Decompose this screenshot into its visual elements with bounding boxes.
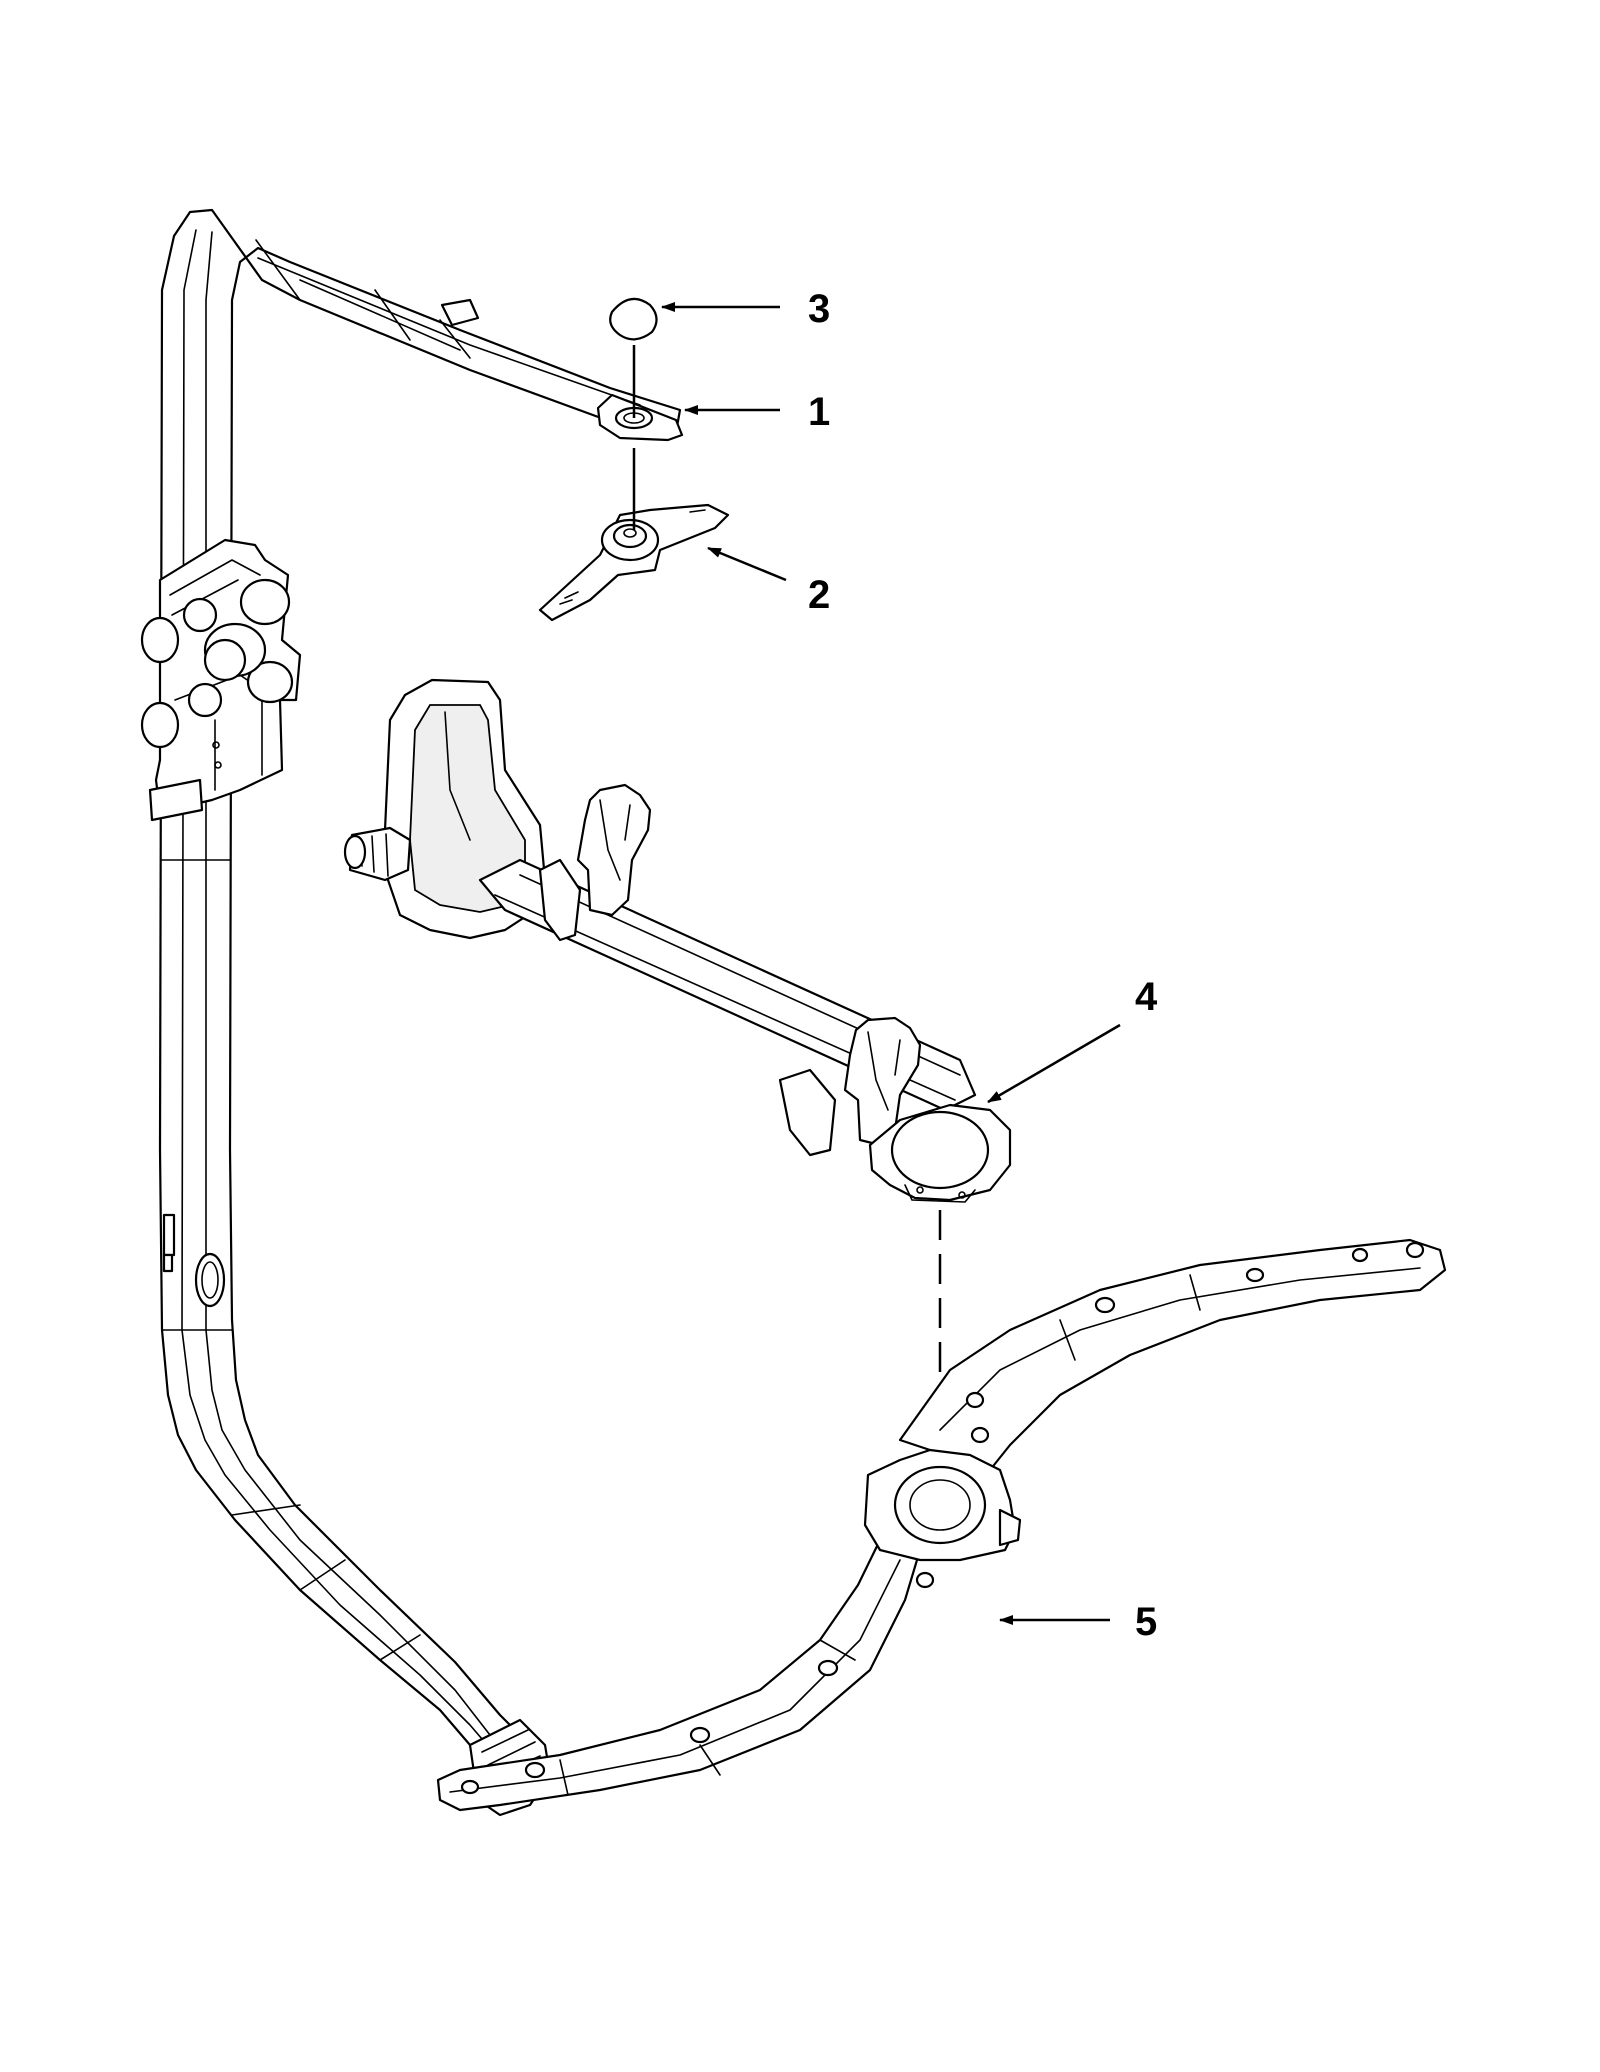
tube-bracket: [140, 538, 302, 822]
callout-2: 2: [808, 573, 830, 617]
callout-4: 4: [1135, 975, 1158, 1019]
part-4-manifold: [343, 678, 1012, 1203]
leader-lines: [661, 302, 1121, 1625]
callout-5: 5: [1135, 1600, 1157, 1644]
part-3-cap: [609, 297, 658, 341]
part-5-spray-arm: [436, 1238, 1447, 1812]
supply-tube: [158, 208, 682, 1817]
callout-1: 1: [808, 390, 830, 434]
part-2-mount: [538, 503, 730, 622]
callout-3: 3: [808, 287, 830, 331]
